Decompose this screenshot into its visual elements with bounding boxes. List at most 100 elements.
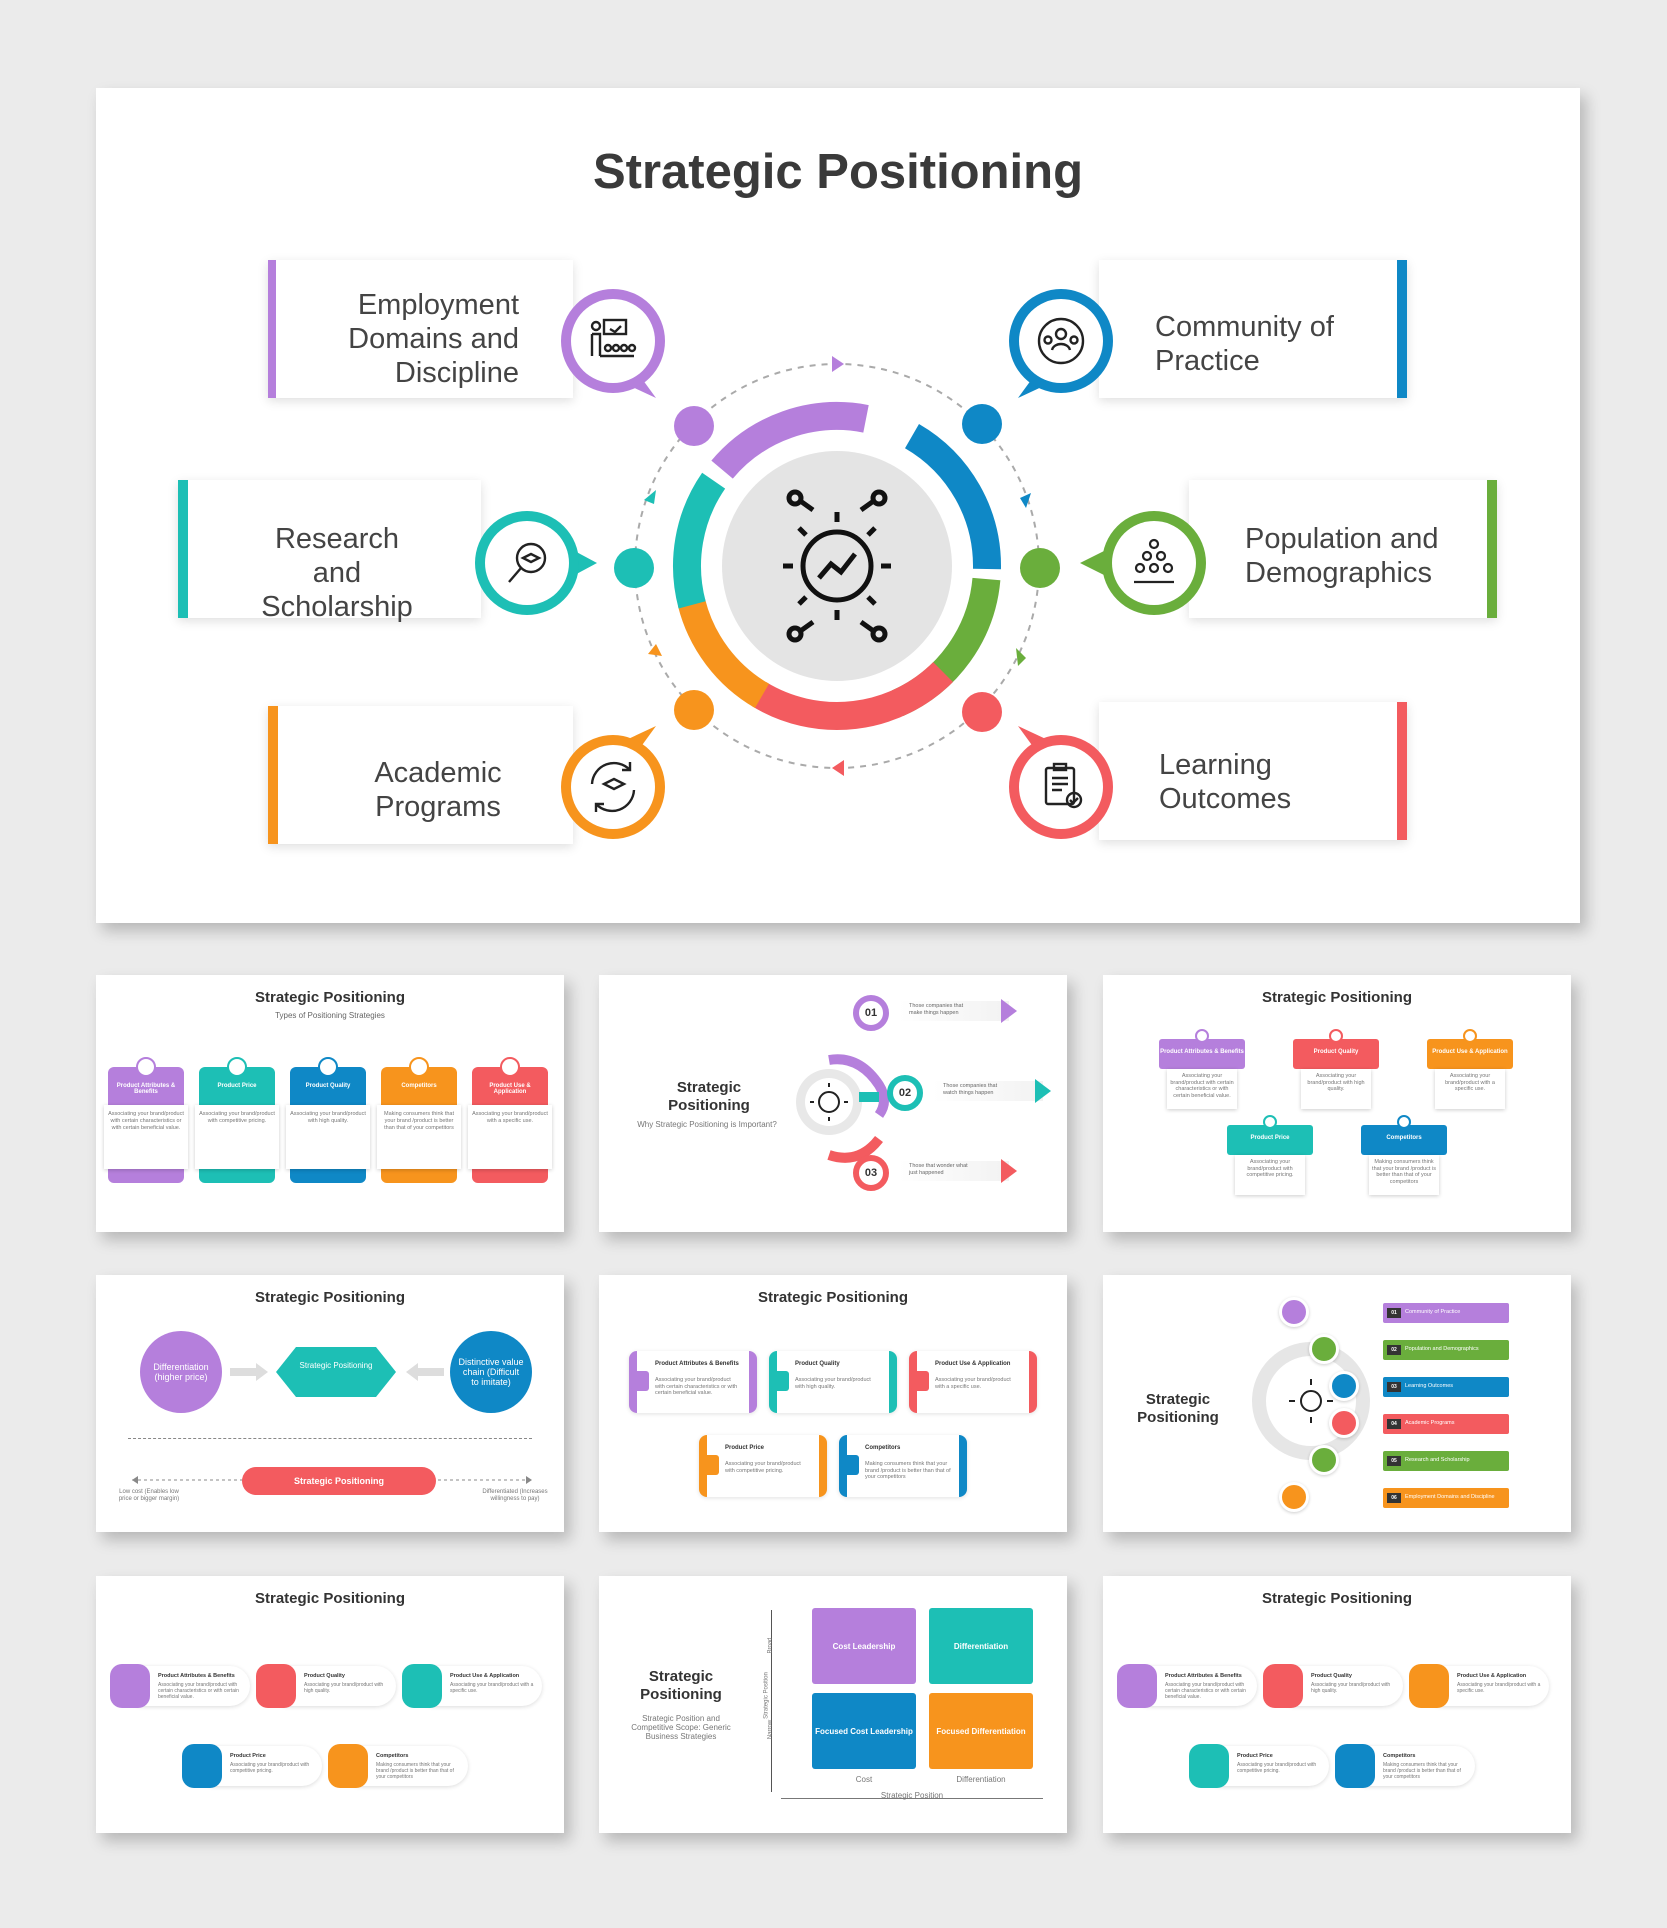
- thumb-subtitle: Why Strategic Positioning is Important?: [637, 1120, 777, 1129]
- box-icon: [911, 1371, 929, 1391]
- card-head: Competitors: [865, 1445, 901, 1451]
- circle-label: Distinctive value chain (Difficult to im…: [458, 1357, 524, 1387]
- row-number: 06: [1387, 1493, 1401, 1503]
- card-learning[interactable]: Learning Outcomes: [1099, 702, 1407, 840]
- quadrant-focused-cost: Focused Cost Leadership: [812, 1693, 916, 1769]
- card-tab: [1159, 1039, 1245, 1069]
- card-text: Associating your brand/product with a sp…: [1435, 1069, 1505, 1109]
- card-head: Product Quality: [304, 1673, 345, 1679]
- circle-label: Differentiation (higher price): [153, 1362, 209, 1382]
- gear-icon: [796, 1069, 862, 1135]
- box-icon: [1335, 1744, 1375, 1788]
- card-research[interactable]: Research and Scholarship: [178, 480, 481, 623]
- card-text: Associating your brand/product with a sp…: [468, 1105, 552, 1169]
- card-head: Competitors: [1386, 1135, 1422, 1141]
- thumb-title: Strategic Positioning: [1261, 989, 1412, 1006]
- arrow-left-icon: [406, 1363, 444, 1381]
- box-icon: [318, 1057, 338, 1077]
- card-text: Making consumers think that your brand /…: [376, 1762, 454, 1780]
- thumb-slide-1[interactable]: Strategic Positioning Types of Positioni…: [96, 975, 564, 1232]
- bracket-card: [629, 1351, 757, 1413]
- card-text: Associating your brand/product with high…: [286, 1105, 370, 1169]
- box-icon: [1329, 1029, 1343, 1043]
- card-academic[interactable]: Academic Programs: [268, 706, 573, 844]
- card-text: Associating your brand/product with cert…: [158, 1682, 239, 1700]
- differentiated-label: Differentiated (Increases willingness to…: [482, 1489, 548, 1502]
- cost-label: Cost: [855, 1775, 873, 1784]
- card-head: Product Attributes & Benefits: [116, 1083, 176, 1095]
- step-banner: [899, 1161, 1009, 1181]
- thumb-slide-5[interactable]: Strategic Positioning Product Attributes…: [599, 1275, 1067, 1532]
- connector-lines: [827, 1054, 889, 1163]
- population-icon: [1080, 511, 1206, 615]
- card-employment[interactable]: Employment Domains and Discipline: [268, 260, 573, 398]
- thumb-slide-3[interactable]: Strategic Positioning Product Attributes…: [1103, 975, 1571, 1232]
- hexagon-label: Strategic Positioning: [299, 1361, 373, 1370]
- quadrant-cost-leadership: Cost Leadership: [812, 1608, 916, 1684]
- y-axis-line: [771, 1610, 772, 1792]
- main-slide[interactable]: Strategic Positioning: [96, 88, 1580, 923]
- thumb-title: Strategic Positioning: [668, 1079, 750, 1114]
- box-icon: [402, 1664, 442, 1708]
- card-head: Product Use & Application: [450, 1673, 520, 1679]
- card-text: Making consumers think that your brand /…: [377, 1105, 461, 1169]
- bracket-card: [699, 1435, 827, 1497]
- box-icon: [328, 1744, 368, 1788]
- box-icon: [182, 1744, 222, 1788]
- narrow-label: Narrow: [767, 1719, 774, 1740]
- x-axis-line: [781, 1798, 1043, 1799]
- step-banner: [933, 1081, 1043, 1101]
- low-cost-label: Low cost (Enables low price or bigger ma…: [118, 1489, 180, 1502]
- card-population[interactable]: Population and Demographics: [1189, 480, 1497, 618]
- row-icon: [1329, 1408, 1359, 1438]
- card-head: Product Price: [1250, 1135, 1290, 1141]
- card-label: Population and Demographics: [1245, 523, 1439, 589]
- box-icon: [500, 1057, 520, 1077]
- box-icon: [1195, 1029, 1209, 1043]
- row-text: Research and Scholarship: [1405, 1457, 1470, 1463]
- box-icon: [771, 1371, 789, 1391]
- card-label: Community of Practice: [1155, 311, 1334, 377]
- step-banner: [899, 1001, 1009, 1021]
- row-icon: [1309, 1334, 1339, 1364]
- box-icon: [136, 1057, 156, 1077]
- outcomes-icon: [1009, 726, 1113, 839]
- card-text: Associating your brand/product with comp…: [230, 1762, 310, 1774]
- card-text: Associating your brand/product with high…: [304, 1682, 384, 1694]
- row-icon: [1279, 1297, 1309, 1327]
- card-text: Associating your brand/product with a sp…: [1457, 1682, 1541, 1694]
- card-label: Research and Scholarship: [261, 523, 413, 623]
- step-number: 02: [887, 1075, 923, 1111]
- thumb-slide-4[interactable]: Strategic Positioning Differentiation (h…: [96, 1275, 564, 1532]
- card-text: Making consumers think that your brand /…: [1369, 1155, 1439, 1195]
- card-text: Associating your brand/product with cert…: [1167, 1069, 1237, 1109]
- thumb-subtitle: Types of Positioning Strategies: [275, 1011, 385, 1020]
- card-text: Associating your brand/product with high…: [1301, 1069, 1371, 1109]
- box-icon: [1189, 1744, 1229, 1788]
- thumb-slide-9[interactable]: Strategic Positioning Product Attributes…: [1103, 1576, 1571, 1833]
- card-head: Product Attributes & Benefits: [1165, 1673, 1242, 1679]
- card-head: Product Price: [217, 1083, 257, 1089]
- card-community[interactable]: Community of Practice: [1099, 260, 1407, 398]
- differentiation-label: Differentiation: [956, 1775, 1006, 1784]
- card-head: Product Use & Application: [935, 1361, 1011, 1367]
- gear-growth-icon: [783, 489, 891, 643]
- card-label: Academic Programs: [374, 757, 502, 823]
- x-axis-label: Strategic Position: [880, 1791, 944, 1800]
- thumb-slide-2[interactable]: Strategic Positioning Why Strategic Posi…: [599, 975, 1067, 1232]
- broad-label: Broad: [767, 1637, 774, 1654]
- step-number: 01: [853, 995, 889, 1031]
- row-number: 01: [1387, 1308, 1401, 1318]
- thumb-slide-7[interactable]: Strategic Positioning Product Attributes…: [96, 1576, 564, 1833]
- card-head: Product Price: [230, 1753, 266, 1759]
- thumb-slide-8[interactable]: Strategic Positioning Strategic Position…: [599, 1576, 1067, 1833]
- row-number: 02: [1387, 1345, 1401, 1355]
- box-icon: [256, 1664, 296, 1708]
